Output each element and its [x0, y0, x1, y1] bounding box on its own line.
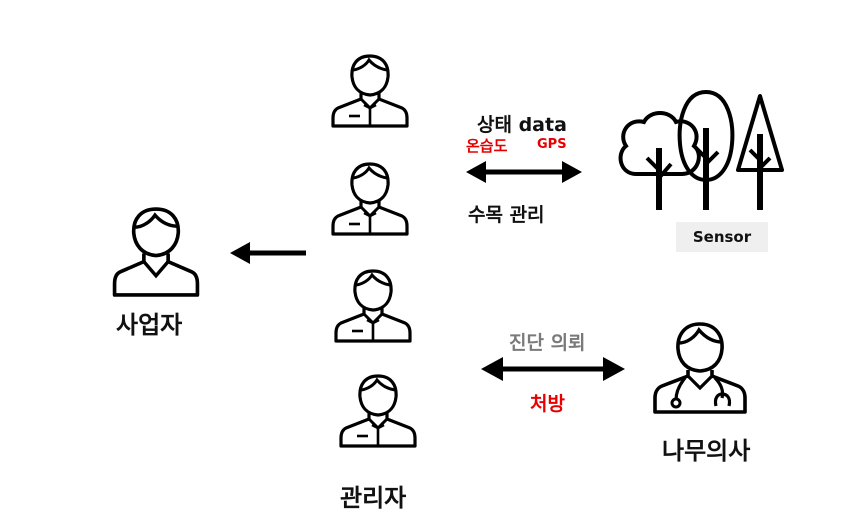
- tree-doctor-label: 나무의사: [662, 437, 751, 465]
- trees-icon: [618, 89, 784, 210]
- tree-management-label: 수목 관리: [468, 204, 545, 226]
- business-owner-label: 사업자: [116, 311, 183, 339]
- manager-icon-3: [333, 265, 413, 345]
- diagnosis-request-label: 진단 의뢰: [509, 332, 586, 354]
- diagnosis-arrow: [481, 357, 625, 381]
- business-owner-icon: [110, 203, 202, 299]
- status-data-label: 상태 data: [477, 114, 567, 136]
- manager-icon-4: [338, 370, 418, 450]
- arrow-to-owner: [230, 242, 306, 264]
- sensor-data-arrow: [466, 161, 582, 183]
- gps-label: GPS: [537, 137, 567, 152]
- manager-icon-1: [330, 50, 410, 130]
- sensor-badge: Sensor: [676, 222, 768, 252]
- humidity-label: 온습도: [466, 137, 508, 155]
- prescription-label: 처방: [530, 393, 565, 415]
- manager-label: 관리자: [340, 484, 407, 512]
- tree-doctor-icon: [650, 318, 750, 418]
- manager-icon-2: [330, 158, 410, 238]
